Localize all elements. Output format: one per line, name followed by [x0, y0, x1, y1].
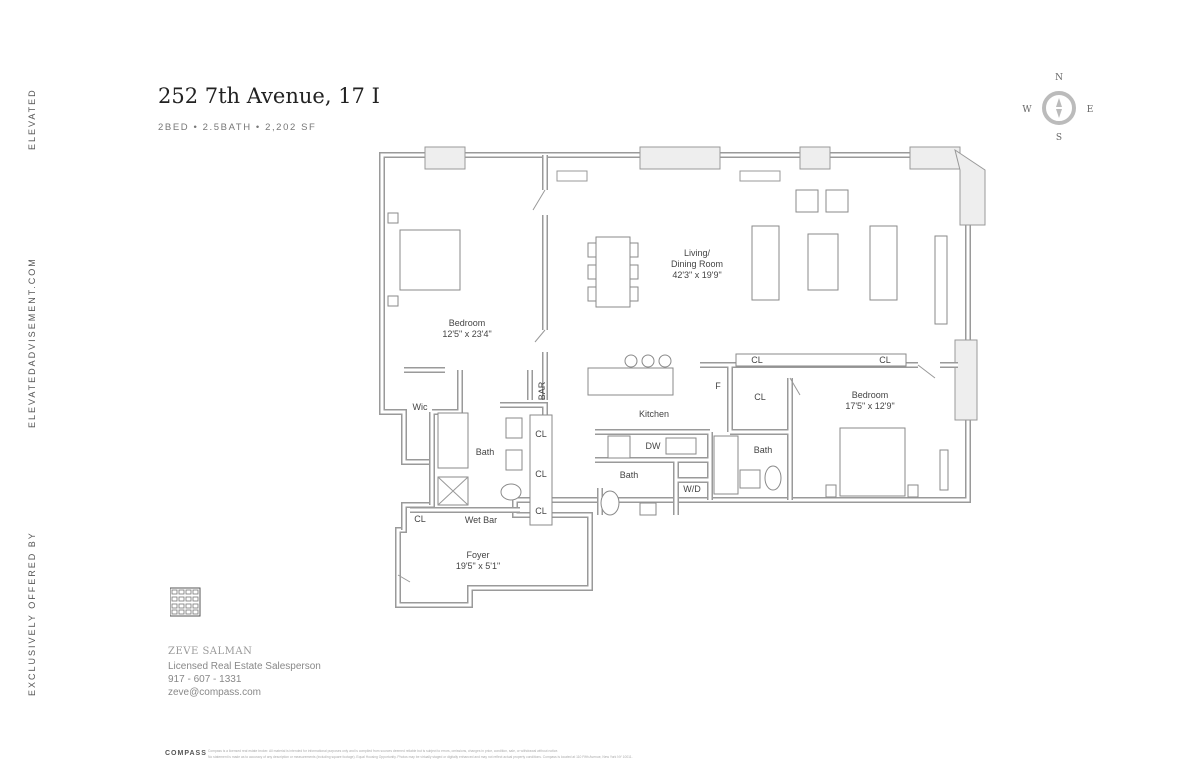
- bedroom2-label: Bedroom: [852, 390, 889, 400]
- bathtub-1: [437, 412, 469, 469]
- sofa-right: [869, 225, 898, 301]
- closet-label: CL: [535, 429, 547, 439]
- columns: [424, 146, 986, 421]
- bedroom1-size: 12'5" x 23'4": [442, 329, 491, 339]
- compass-rose-icon: N S W E: [1022, 73, 1094, 143]
- disclaimer-line-2: No statement is made as to accuracy of a…: [208, 755, 633, 759]
- closet-label: CL: [751, 355, 763, 365]
- living-label-1: Living/: [684, 248, 711, 258]
- closet-label: CL: [535, 506, 547, 516]
- foyer-label: Foyer: [466, 550, 489, 560]
- compass-n: N: [1055, 73, 1063, 83]
- bedroom1-label: Bedroom: [449, 318, 486, 328]
- compass-logo: COMPASS: [165, 750, 207, 757]
- agent-name: ZEVE SALMAN: [168, 646, 253, 657]
- bedroom2-size: 17'5" x 12'9": [845, 401, 894, 411]
- building-logo-icon: [170, 587, 201, 617]
- fridge-label: F: [715, 381, 721, 391]
- exterior-walls: [379, 152, 971, 608]
- listing-title: 252 7th Avenue, 17 I: [158, 84, 380, 108]
- living-label-2: Dining Room: [671, 259, 723, 269]
- sofa-left: [751, 225, 780, 301]
- bed-2: [839, 427, 906, 497]
- disclaimer-line-1: Compass is a licensed real estate broker…: [208, 749, 559, 753]
- agent-email[interactable]: zeve@compass.com: [168, 687, 261, 698]
- wic-label: Wic: [413, 402, 428, 412]
- foyer-size: 19'5" x 5'1": [456, 561, 500, 571]
- half-bath-label: Bath: [620, 470, 639, 480]
- closet-label: CL: [414, 514, 426, 524]
- second-bath-label: Bath: [754, 445, 773, 455]
- compass-w: W: [1022, 105, 1032, 115]
- agent-phone[interactable]: 917 - 607 - 1331: [168, 674, 242, 685]
- living-size: 42'3" x 19'9": [672, 270, 721, 280]
- furniture: [387, 189, 949, 526]
- dishwasher-label: DW: [646, 441, 661, 451]
- closet-label: CL: [754, 392, 766, 402]
- washer-dryer-label: W/D: [683, 484, 701, 494]
- listing-specs: 2BED • 2.5BATH • 2,202 SF: [158, 122, 317, 133]
- compass-e: E: [1087, 105, 1094, 115]
- master-bath-label: Bath: [476, 447, 495, 457]
- closet-label: CL: [535, 469, 547, 479]
- sink: [665, 437, 697, 455]
- coffee-table: [807, 233, 839, 291]
- bar-label: BAR: [537, 381, 547, 400]
- kitchen-label: Kitchen: [639, 409, 669, 419]
- closets: [529, 414, 553, 526]
- bed-1: [399, 229, 461, 291]
- kitchen-island: [587, 367, 674, 396]
- interior-walls: [397, 155, 958, 583]
- agent-title: Licensed Real Estate Salesperson: [168, 661, 321, 672]
- room-labels: Bedroom 12'5" x 23'4" Living/ Dining Roo…: [413, 248, 895, 571]
- wet-bar-label: Wet Bar: [465, 515, 497, 525]
- dining-table: [595, 236, 631, 308]
- compass-s: S: [1056, 133, 1062, 143]
- bathtub-2: [713, 435, 739, 495]
- cooktop: [607, 435, 631, 459]
- closet-label: CL: [879, 355, 891, 365]
